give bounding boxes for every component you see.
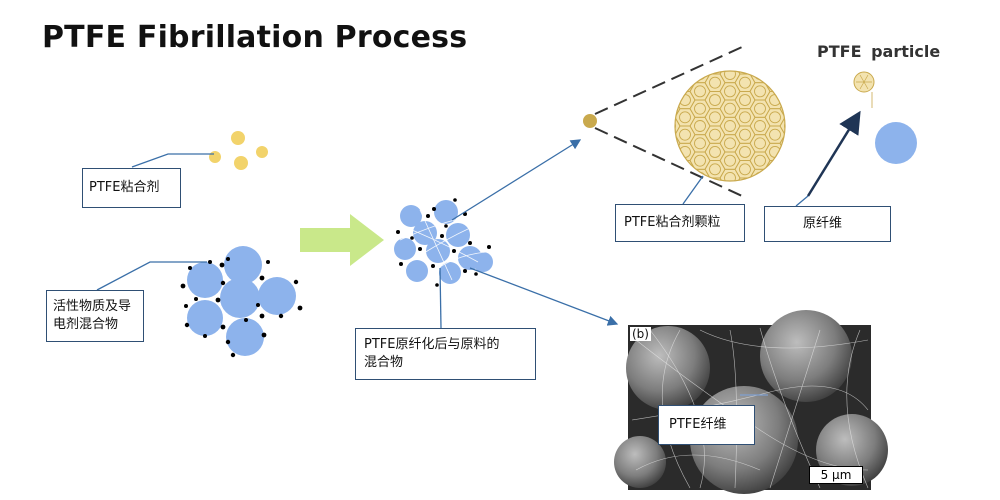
lattice-ring — [724, 137, 736, 150]
label-active-material: 活性物质及导 电剂混合物 — [46, 290, 144, 342]
lattice-ring — [694, 85, 706, 98]
lattice-ring — [739, 76, 751, 89]
lattice-ring — [694, 120, 706, 132]
lattice-ring — [679, 111, 691, 124]
lattice-ring — [694, 137, 706, 150]
lattice-ring — [709, 163, 721, 176]
lattice-ring — [679, 76, 691, 89]
lattice-ring — [679, 128, 691, 141]
sem-panel-label: (b) — [630, 327, 651, 341]
page-title: PTFE Fibrillation Process — [42, 20, 468, 55]
lattice-ring — [709, 146, 721, 158]
lattice-ring — [739, 163, 751, 176]
binder-particle — [231, 131, 245, 145]
lattice-ring — [694, 102, 706, 115]
active-material-cluster — [180, 246, 303, 358]
lattice-ring — [754, 102, 766, 115]
ptfe-binder-particles — [209, 131, 268, 170]
ptfe-particle-small — [853, 71, 875, 93]
lattice-cell — [779, 116, 785, 136]
label-active-material-line2: 电剂混合物 — [53, 317, 119, 332]
active-particle-single — [875, 122, 917, 164]
binder-particle — [256, 146, 268, 158]
fibril-leader-line — [795, 195, 809, 207]
label-ptfe-binder: PTFE粘合剂 — [82, 168, 181, 208]
lattice-ring — [754, 85, 766, 98]
lattice-ring — [675, 120, 676, 132]
lattice-ring — [724, 102, 736, 115]
lattice-cell — [675, 134, 681, 153]
label-active-material-line1: 活性物质及导 — [53, 299, 132, 314]
label-binder-particle: PTFE粘合剂颗粒 — [615, 204, 745, 242]
lattice-ring — [709, 111, 721, 124]
zoom-arrow-sem — [469, 267, 619, 326]
lattice-ring — [724, 172, 736, 181]
label-fibrillated-mixture-line2: 混合物 — [364, 355, 404, 370]
lattice-ring — [709, 128, 721, 141]
lattice-ring — [724, 71, 736, 80]
label-ptfe-fiber: PTFE纤维 — [658, 405, 755, 445]
fiber-arrow-icon — [806, 110, 861, 197]
lattice-ring — [769, 163, 781, 176]
label-binder-particle-text: PTFE粘合剂颗粒 — [624, 215, 721, 230]
lattice-ring — [754, 154, 766, 167]
label-ptfe-fiber-text: PTFE纤维 — [669, 417, 727, 432]
lattice-ring — [784, 137, 785, 150]
lattice-ring — [739, 111, 751, 124]
binder-leader-line — [131, 153, 214, 168]
lattice-ring — [709, 94, 721, 106]
scale-bar: 5 μm — [809, 466, 863, 484]
process-arrow-icon — [300, 214, 384, 266]
lattice-ring — [709, 76, 721, 89]
lattice-ring — [675, 137, 676, 150]
lattice-ring — [784, 102, 785, 115]
lattice-ring — [784, 120, 785, 132]
lattice-cell — [764, 160, 785, 179]
lattice-ring — [769, 76, 781, 89]
lattice-ring — [675, 102, 676, 115]
lattice-ring — [754, 137, 766, 150]
lattice-ring — [724, 120, 736, 132]
label-fibril: 原纤维 — [764, 206, 891, 242]
mixture-leader-line — [439, 267, 442, 329]
binder-particle — [234, 156, 248, 170]
lattice-ring — [724, 85, 736, 98]
lattice-ring — [739, 146, 751, 158]
lattice-cell — [779, 134, 785, 153]
lattice-ring — [769, 111, 781, 124]
label-fibrillated-mixture: PTFE原纤化后与原料的 混合物 — [355, 328, 536, 380]
binder-particle — [209, 151, 221, 163]
lattice-ring — [694, 154, 706, 167]
lattice-ring — [739, 94, 751, 106]
active-material-leader-line — [96, 261, 207, 291]
lattice-ring — [754, 120, 766, 132]
label-fibrillated-mixture-line1: PTFE原纤化后与原料的 — [364, 337, 500, 352]
lattice-ring — [739, 180, 751, 181]
zoom-dash-bottom — [594, 127, 743, 197]
fibrillated-mixture-cluster — [394, 198, 493, 287]
lattice-ring — [739, 71, 751, 72]
lattice-ring — [739, 128, 751, 141]
lattice-ring — [679, 163, 691, 176]
label-ptfe-binder-text: PTFE粘合剂 — [89, 180, 160, 195]
lattice-ring — [769, 128, 781, 141]
zoom-dash-top — [594, 46, 743, 115]
lattice-cell — [719, 168, 741, 181]
binder-particle-magnified — [674, 70, 786, 182]
label-ptfe-particle: PTFE particle — [817, 42, 941, 61]
lattice-ring — [724, 154, 736, 167]
binder-particle-leader-line — [682, 175, 704, 205]
zoom-arrow-particle — [451, 139, 582, 221]
binder-particle-small — [583, 114, 597, 128]
lattice-cell — [779, 99, 785, 118]
label-fibril-text: 原纤维 — [803, 216, 843, 231]
